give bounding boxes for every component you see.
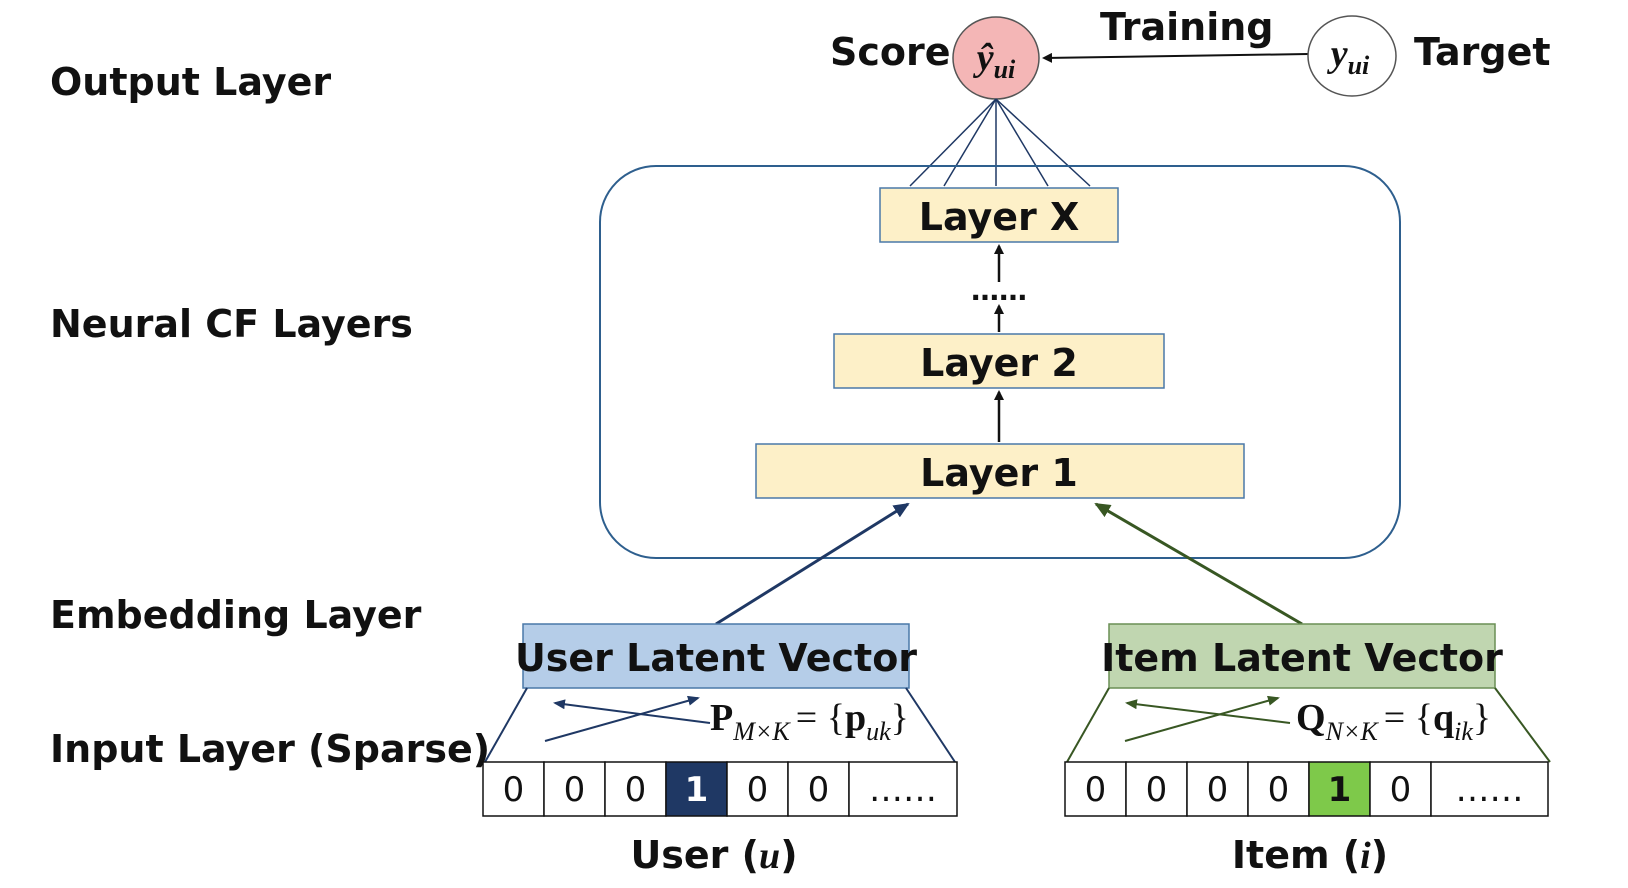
prediction-symbol: ŷui — [973, 37, 1016, 84]
user-latent-vector-label: User Latent Vector — [515, 636, 917, 680]
user-latent-vector-box — [522, 623, 910, 689]
user-input-cell — [848, 761, 958, 817]
layer-2-box — [833, 333, 1165, 389]
user-input-cell-value: 1 — [685, 770, 709, 810]
layer-x-box — [879, 187, 1119, 243]
user-cross-line-2 — [544, 695, 700, 742]
item-trapezoid-right — [1494, 687, 1551, 763]
user-caption: User (u) — [630, 833, 797, 877]
target-symbol: yui — [1327, 33, 1370, 80]
row-label-input: Input Layer (Sparse) — [50, 727, 490, 771]
item-trapezoid-left — [1066, 687, 1110, 763]
layer-1-box — [755, 443, 1245, 499]
item-input-cell — [1369, 761, 1432, 817]
user-input-cell — [787, 761, 850, 817]
user-input-cell-value: 0 — [747, 770, 769, 810]
item-input-cell — [1308, 761, 1371, 817]
item-matrix-formula: QN×K= {qik} — [1296, 697, 1491, 746]
item-input-cell-value: 0 — [1146, 770, 1168, 810]
item-cross-line-2 — [1124, 695, 1280, 742]
user-cross-line-1 — [553, 699, 711, 724]
training-label: Training — [1100, 5, 1274, 49]
item-caption: Item (i) — [1232, 833, 1388, 877]
item-input-cell-value: 0 — [1207, 770, 1229, 810]
row-label-output: Output Layer — [50, 60, 331, 104]
item-input-cell — [1064, 761, 1127, 817]
item-latent-vector-box — [1108, 623, 1496, 689]
item-input-cell-value: 0 — [1268, 770, 1290, 810]
user-input-cell-value: 0 — [625, 770, 647, 810]
item-input-cell-value: 0 — [1085, 770, 1107, 810]
training-arrow — [1042, 52, 1309, 63]
item-input-cell — [1125, 761, 1188, 817]
item-latent-vector-label: Item Latent Vector — [1101, 636, 1503, 680]
user-input-cell — [543, 761, 606, 817]
layer-2-label: Layer 2 — [920, 341, 1078, 385]
target-label: Target — [1414, 30, 1551, 74]
neural-cf-container — [599, 165, 1401, 559]
row-label-embedding: Embedding Layer — [50, 593, 422, 637]
user-input-cell — [604, 761, 667, 817]
row-label-neural: Neural CF Layers — [50, 302, 413, 346]
item-input-cell — [1430, 761, 1549, 817]
item-cross-line-1 — [1125, 699, 1291, 724]
user-input-cell — [726, 761, 789, 817]
item-to-layer1-arrow — [1094, 502, 1303, 626]
item-input-cell — [1247, 761, 1310, 817]
user-trapezoid-left — [484, 687, 528, 763]
target-node — [1307, 15, 1397, 97]
user-input-cell-value: 0 — [503, 770, 525, 810]
layer-1-label: Layer 1 — [920, 451, 1078, 495]
user-input-cell-value: 0 — [564, 770, 586, 810]
item-input-cell-value: 1 — [1328, 770, 1352, 810]
score-label: Score — [830, 30, 951, 74]
user-input-cell — [482, 761, 545, 817]
user-matrix-formula: PM×K= {puk} — [710, 697, 909, 746]
user-input-cell-value: …… — [869, 770, 937, 810]
layer-x-label: Layer X — [919, 195, 1080, 239]
user-to-layer1-arrow — [715, 502, 910, 626]
item-input-cell-value: …… — [1456, 770, 1524, 810]
fan-connections — [909, 98, 1091, 187]
user-trapezoid-right — [905, 687, 956, 763]
user-input-cell-value: 0 — [808, 770, 830, 810]
user-input-cell — [665, 761, 728, 817]
item-input-cell-value: 0 — [1390, 770, 1412, 810]
layer-dots: …… — [971, 274, 1027, 307]
